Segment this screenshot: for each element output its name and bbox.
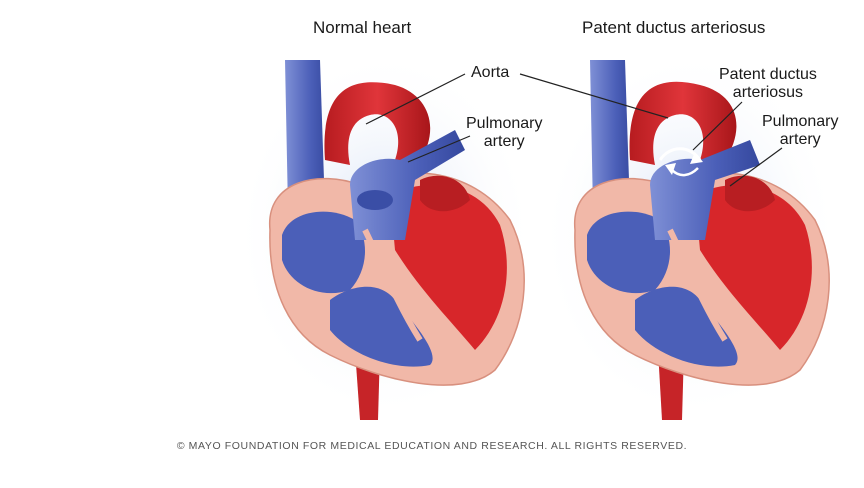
pulmonary-artery-shape (350, 130, 465, 240)
pda-heart-illustration (540, 50, 840, 420)
patent-ductus-label: Patent ductus arteriosus (719, 66, 817, 101)
pulmonary-artery-label-left: Pulmonary artery (466, 115, 543, 150)
aorta-shape (324, 82, 431, 165)
pulmonary-leader-right (729, 147, 783, 187)
normal-heart-illustration (235, 50, 535, 420)
aorta-leader-left (365, 73, 466, 125)
copyright-notice: © MAYO FOUNDATION FOR MEDICAL EDUCATION … (176, 440, 688, 452)
pulmonary-leader-left (407, 135, 471, 163)
pulmonary-artery-label-right: Pulmonary artery (762, 113, 839, 148)
normal-heart-title: Normal heart (313, 18, 412, 37)
aorta-label: Aorta (471, 64, 510, 81)
pda-title: Patent ductus arteriosus (582, 18, 766, 37)
aorta-leader-right (519, 73, 669, 119)
ductus-leader (692, 101, 743, 151)
